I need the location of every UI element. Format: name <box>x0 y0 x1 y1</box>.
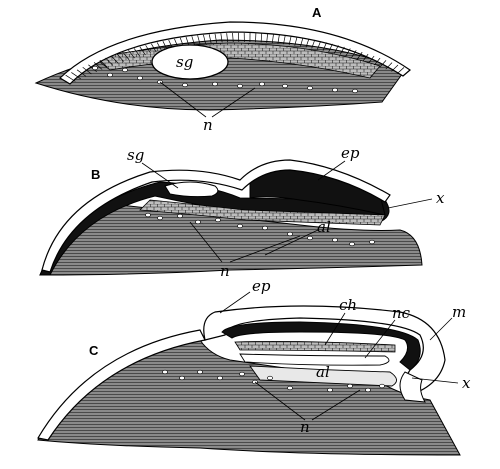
panel-b-label-sg: sg <box>127 146 144 164</box>
panel-c-label-nc: nc <box>392 304 411 322</box>
panel-c-label-x: x <box>462 374 471 392</box>
panel-c-label-n: n <box>300 418 310 436</box>
panel-a-label-n: n <box>203 116 213 134</box>
panel-a-label-sg: sg <box>176 53 193 71</box>
panel-c-leader-m <box>430 318 452 340</box>
panel-c-label-ep: ep <box>252 277 271 295</box>
panel-c: C ep ch nc m x al <box>38 277 471 455</box>
panel-b-label-x: x <box>436 189 445 207</box>
panel-b-label-ep: ep <box>341 144 360 162</box>
panel-c-letter: C <box>89 343 99 358</box>
panel-a-letter: A <box>312 5 322 20</box>
panel-a: A sg n <box>36 5 410 134</box>
panel-c-label-ch: ch <box>339 296 357 314</box>
panel-b-leader-x <box>388 199 432 208</box>
panel-c-label-m: m <box>452 303 466 321</box>
panel-b-label-al: al <box>317 218 331 236</box>
panel-b-letter: B <box>91 167 100 182</box>
panel-c-label-al: al <box>316 363 330 381</box>
panel-b: B sg ep x al n <box>40 144 445 280</box>
panel-b-label-n: n <box>220 262 230 280</box>
